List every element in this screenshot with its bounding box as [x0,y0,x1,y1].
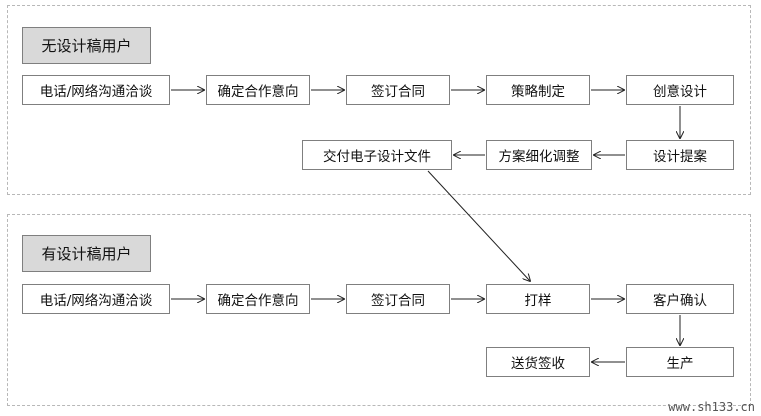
step-deliver-files: 交付电子设计文件 [302,140,452,170]
step-creative-design: 创意设计 [626,75,734,105]
step-confirm-intent-b: 确定合作意向 [206,284,310,314]
step-confirm-intent: 确定合作意向 [206,75,310,105]
group-with-design [7,214,751,406]
arrow-cross [427,170,530,281]
step-delivery-signoff: 送货签收 [486,347,590,377]
step-proofing: 打样 [486,284,590,314]
step-negotiation: 电话/网络沟通洽谈 [22,75,170,105]
step-production: 生产 [626,347,734,377]
step-client-confirm: 客户确认 [626,284,734,314]
group-no-design-title: 无设计稿用户 [22,27,151,64]
step-strategy: 策略制定 [486,75,590,105]
step-design-proposal: 设计提案 [626,140,734,170]
group-no-design [7,5,751,195]
step-negotiation-b: 电话/网络沟通洽谈 [22,284,170,314]
step-sign-contract-b: 签订合同 [346,284,450,314]
group-with-design-title: 有设计稿用户 [22,235,151,272]
watermark: www.sh133.cn [668,400,755,414]
step-sign-contract: 签订合同 [346,75,450,105]
step-refine-plan: 方案细化调整 [486,140,592,170]
